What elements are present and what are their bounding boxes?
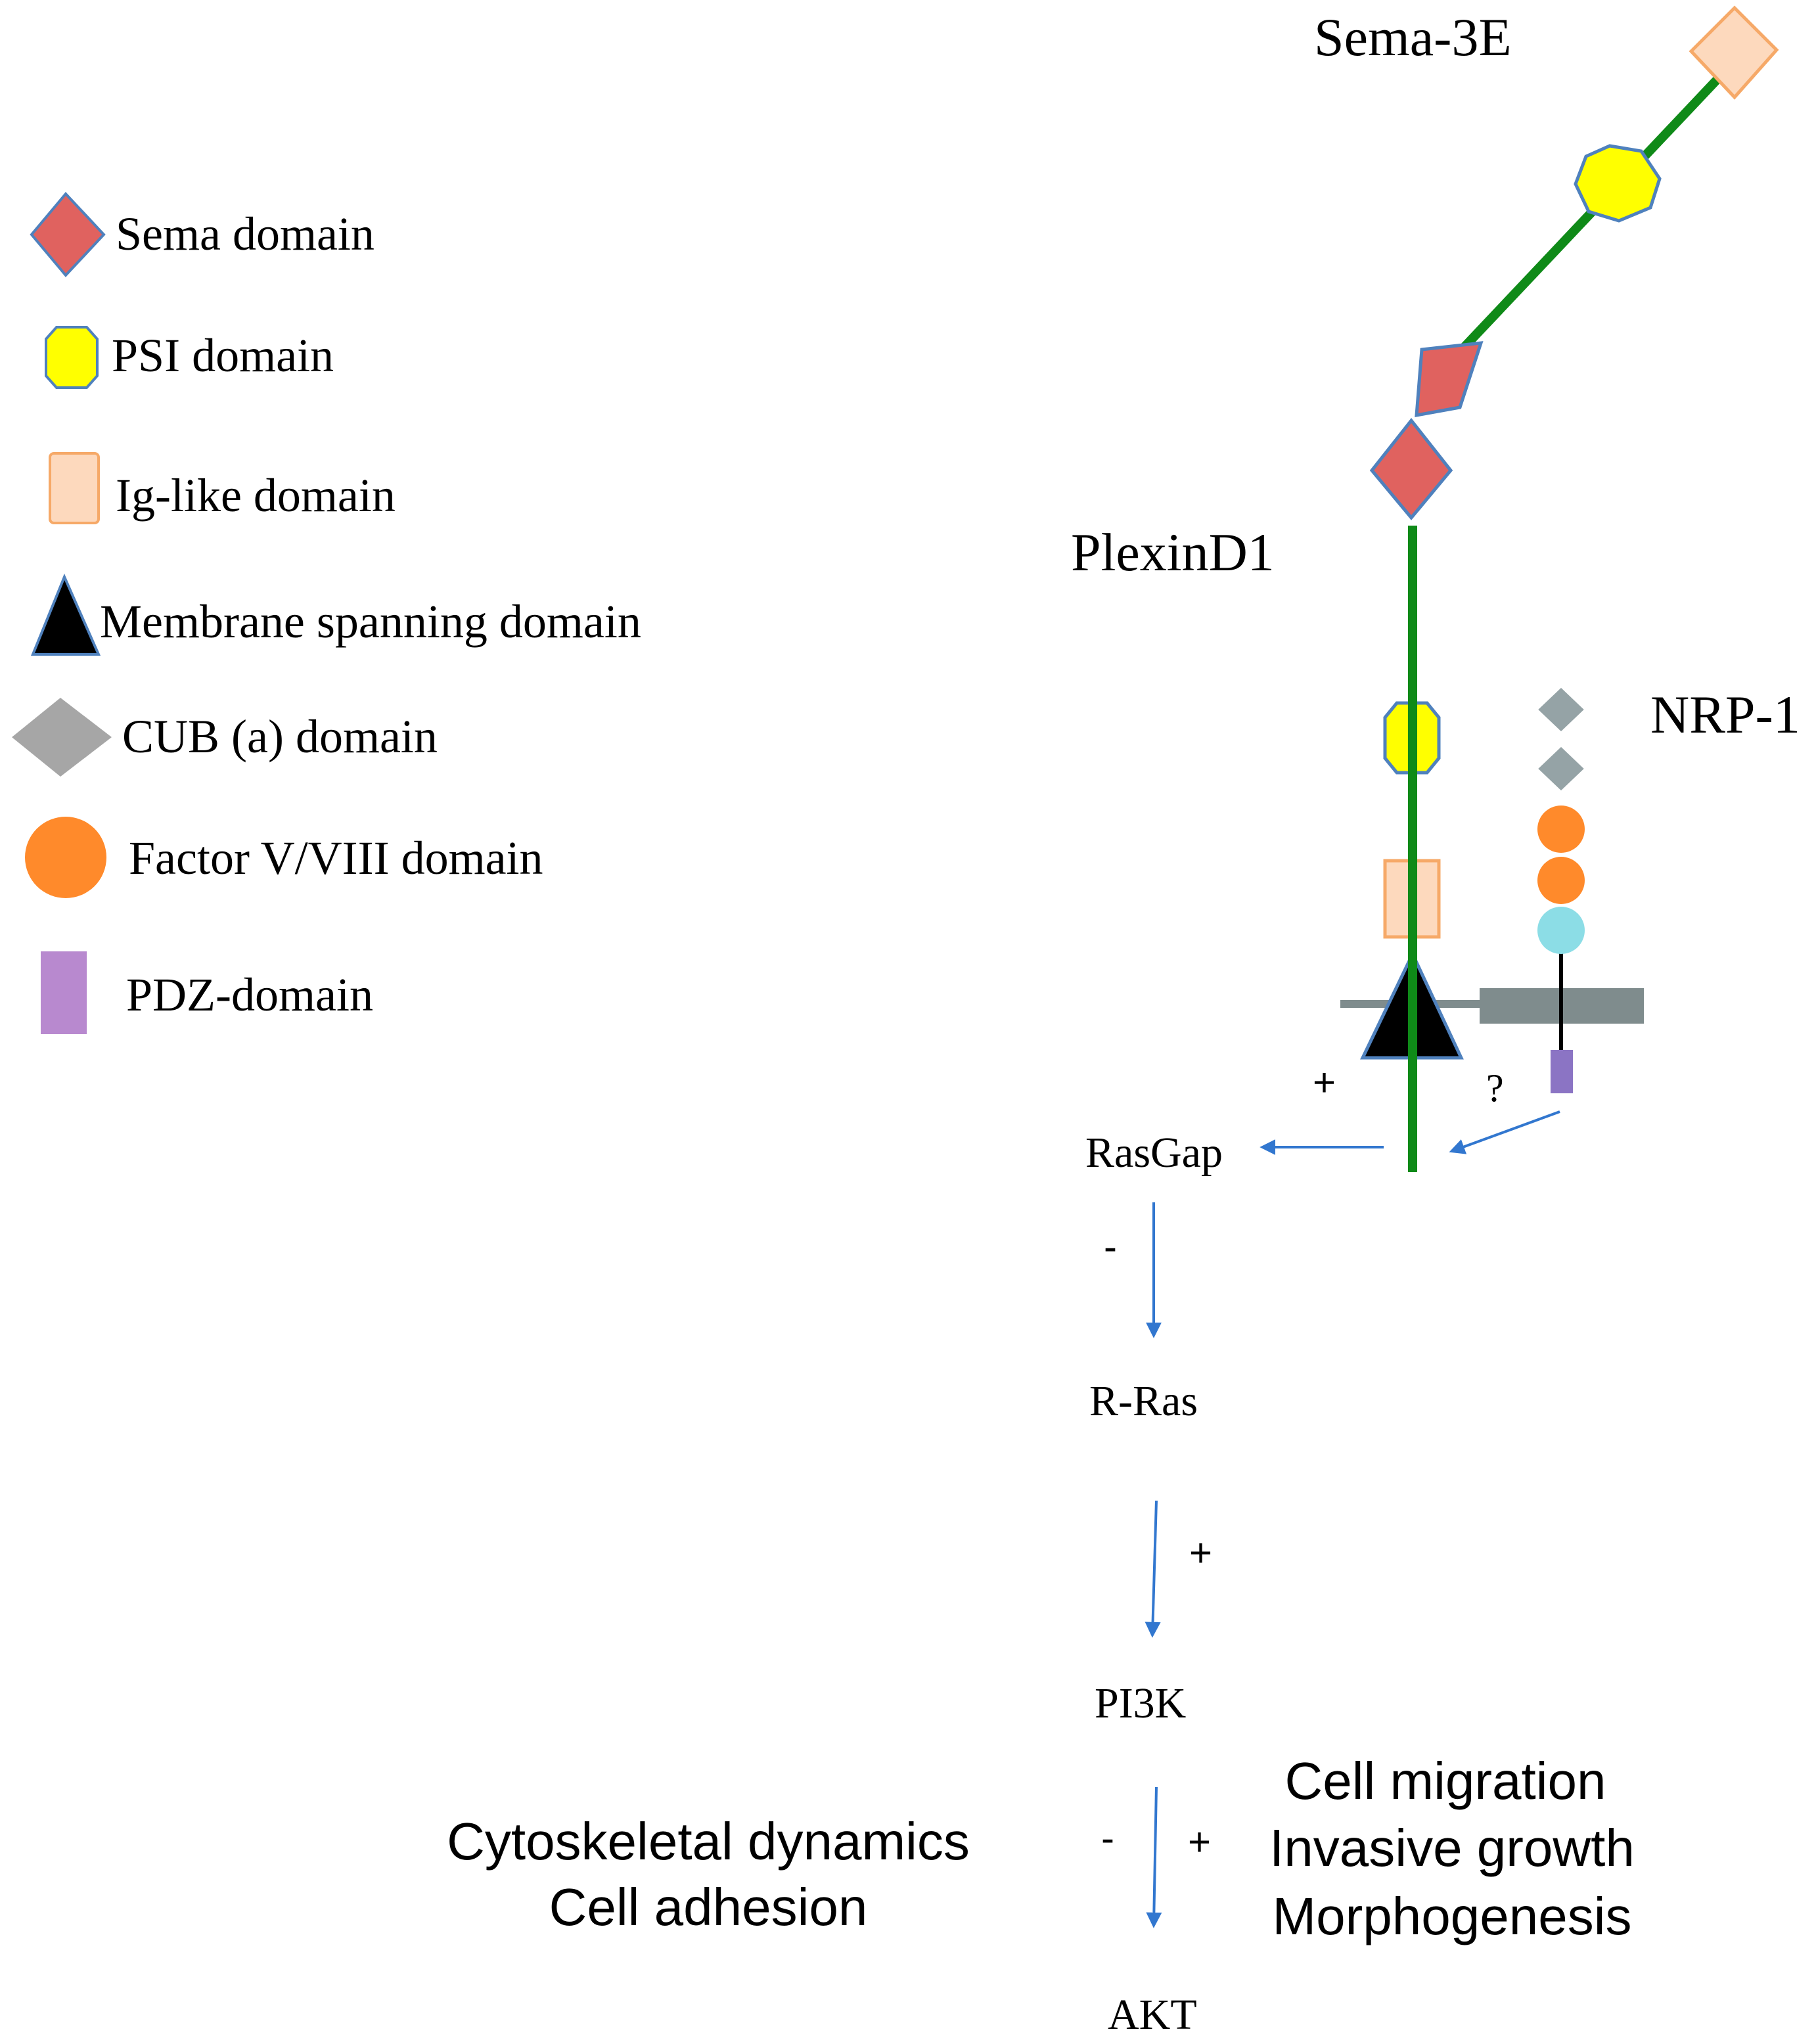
sign-pi3k-akt-plus: + [1188,1820,1211,1864]
sema3e-sema-domain-icon-1 [1415,341,1484,418]
nrp1-protein: NRP-1 [1528,679,1800,1093]
factor-domain-icon [25,817,106,898]
sign-plexin-rasgap: + [1313,1060,1336,1104]
legend-label-factor: Factor V/VIII domain [129,832,543,884]
legend-item-cub: CUB (a) domain [12,698,438,777]
node-rras: R-Ras [1089,1377,1198,1425]
effect-positive-3: Morphogenesis [1273,1887,1632,1945]
membrane-spanning-domain-icon [31,573,101,656]
negative-effects: Cytoskeletal dynamics Cell adhesion [447,1812,970,1936]
nrp1-factor-domain-icon-1 [1537,806,1585,853]
sema3e-protein: Sema-3E [1314,5,1779,520]
sign-pi3k-akt-minus: - [1101,1816,1114,1860]
nrp1-cub-domain-icon-1 [1528,679,1594,740]
legend-label-sema: Sema domain [116,208,375,260]
sema3e-label: Sema-3E [1314,7,1512,67]
psi-domain-icon [45,326,99,389]
effect-negative-1: Cytoskeletal dynamics [447,1812,970,1871]
sema3e-sema-domain-icon-2 [1369,417,1453,520]
node-akt: AKT [1108,1991,1197,2039]
legend-item-membrane: Membrane spanning domain [31,573,641,656]
nrp1-factor-domain-icon-3 [1537,907,1585,954]
legend-label-membrane: Membrane spanning domain [100,595,641,648]
nrp1-label: NRP-1 [1650,685,1800,744]
signaling-pathway: + ? RasGap - R-Ras + PI3K - + AKT [1085,1060,1560,2039]
sema3e-psi-domain-icon [1574,144,1662,223]
plexind1-label: PlexinD1 [1071,522,1275,582]
effect-positive-2: Invasive growth [1269,1819,1635,1877]
legend-label-ig: Ig-like domain [116,469,396,522]
sema3e-chain-line [1448,70,1727,363]
legend-item-psi: PSI domain [45,326,334,389]
arrow-nrp-to-plexin [1449,1110,1560,1154]
legend-item-ig: Ig-like domain [49,452,396,524]
legend-item-sema: Sema domain [30,191,375,278]
arrow-rras-to-pi3k [1145,1500,1161,1638]
nrp1-cub-domain-icon-2 [1528,738,1594,800]
sign-rasgap-rras: - [1104,1225,1117,1269]
effect-positive-1: Cell migration [1284,1752,1606,1810]
effect-negative-2: Cell adhesion [549,1878,868,1936]
legend-label-cub: CUB (a) domain [122,710,438,763]
legend-label-psi: PSI domain [112,329,334,382]
legend-item-factor: Factor V/VIII domain [25,817,543,898]
legend-item-pdz: PDZ-domain [41,951,373,1034]
node-rasgap: RasGap [1085,1129,1223,1177]
nrp1-factor-domain-icon-2 [1537,857,1585,904]
legend-label-pdz: PDZ-domain [126,968,373,1021]
sema3e-ig-like-domain-icon [1689,5,1779,100]
legend: Sema domain PSI domain Ig-like domain Me… [12,191,641,1034]
arrow-pi3k-to-akt [1146,1786,1162,1928]
pdz-domain-icon [41,951,87,1034]
positive-effects: Cell migration Invasive growth Morphogen… [1269,1752,1635,1945]
sign-nrp-question: ? [1486,1066,1504,1110]
cub-domain-icon [12,698,112,777]
nrp1-pdz-domain-icon [1551,1050,1573,1093]
ig-like-domain-icon [49,452,100,524]
sign-rras-pi3k: + [1189,1531,1212,1575]
node-pi3k: PI3K [1095,1679,1186,1727]
sema-domain-icon [30,191,106,278]
